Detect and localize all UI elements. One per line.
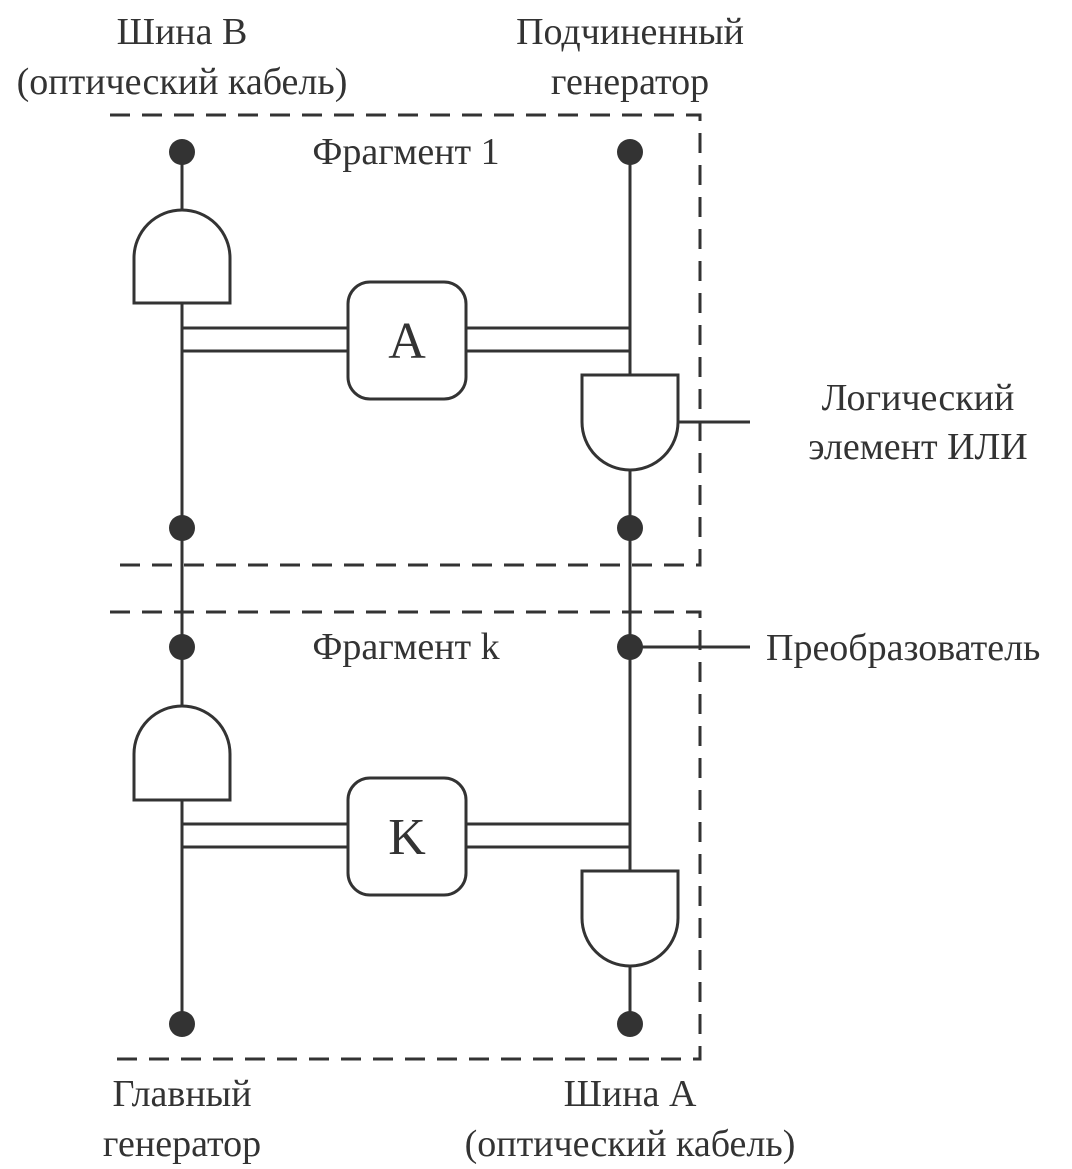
node-dot [617, 1011, 643, 1037]
block-k-label: K [388, 809, 426, 866]
node-dot [169, 634, 195, 660]
node-dot [617, 515, 643, 541]
fragment-k-title: Фрагмент k [312, 626, 499, 668]
master-generator-label-line2: генератор [103, 1123, 261, 1165]
master-generator-label-line1: Главный [112, 1073, 251, 1115]
converter-node-dot [617, 634, 643, 660]
slave-generator-label-line2: генератор [551, 61, 709, 103]
node-dot [169, 1011, 195, 1037]
block-k [346, 776, 468, 897]
logic-or-label-line1: Логический [822, 377, 1015, 419]
fragment-1-frame [110, 113, 702, 567]
gate-left-fragment-1 [132, 208, 232, 305]
logic-or-gate-fragment-1 [580, 373, 680, 472]
fragment-k-frame [110, 610, 702, 1061]
bus-a-label-line1: Шина A [564, 1073, 697, 1115]
node-dot [617, 139, 643, 165]
fragment-1-title: Фрагмент 1 [312, 131, 499, 173]
slave-generator-label-line1: Подчиненный [516, 11, 744, 53]
bus-b-label-line2: (оптический кабель) [17, 61, 348, 103]
node-dot [169, 515, 195, 541]
bus-b-label-line1: Шина B [117, 11, 248, 53]
bus-a-label-line2: (оптический кабель) [465, 1123, 796, 1165]
logic-or-gate-fragment-k [580, 869, 680, 968]
node-dot [169, 139, 195, 165]
block-a [346, 280, 468, 401]
gate-left-fragment-k [132, 704, 232, 802]
converter-label: Преобразователь [766, 627, 1040, 669]
block-a-label: A [388, 313, 426, 370]
logic-or-label-line2: элемент ИЛИ [808, 426, 1027, 468]
